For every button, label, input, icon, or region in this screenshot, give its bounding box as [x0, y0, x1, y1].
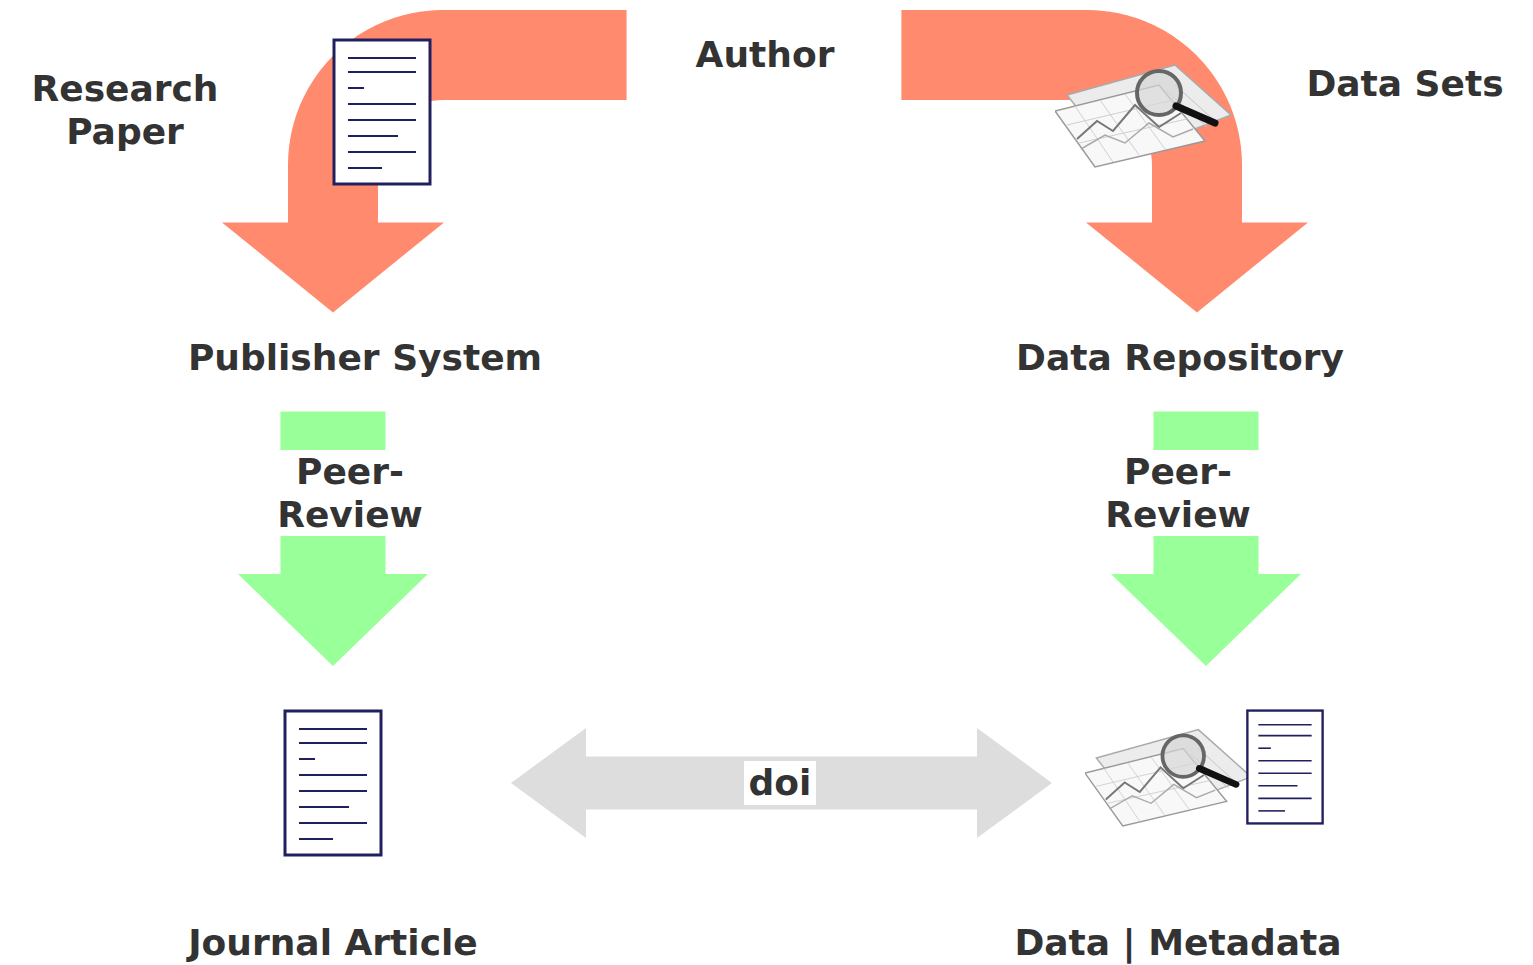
repository-label: Data Repository: [1012, 332, 1348, 383]
document-icon: [1085, 711, 1323, 826]
edge-label: doi: [744, 761, 817, 804]
node-text: Journal Article: [188, 921, 478, 964]
arrow-head: [238, 574, 428, 666]
article-node: Journal Article: [184, 705, 482, 965]
arrow-head: [977, 728, 1052, 838]
edge-label: Data Sets: [1301, 62, 1508, 105]
node-text: Data Repository: [1016, 336, 1344, 379]
edge-label: Peer-Review: [1061, 450, 1296, 536]
link-arrow: [511, 728, 1052, 838]
node-text: Publisher System: [188, 336, 542, 379]
edge-label: Peer-Review: [233, 450, 468, 536]
arrow-head: [1111, 574, 1301, 666]
arrow-head: [222, 222, 444, 312]
edge-label: Research Paper: [8, 67, 243, 153]
paper-icon: [334, 40, 430, 184]
node-text: Author: [696, 33, 835, 76]
deposit-arrow: [901, 55, 1308, 312]
dataset-icon: [1055, 65, 1231, 167]
actor-label: Author: [692, 29, 839, 80]
node-text: Data | Metadata: [1014, 921, 1341, 964]
document-icon: [283, 709, 383, 857]
arrow-head: [1086, 222, 1308, 312]
arrow-head: [511, 728, 586, 838]
dataset-node: Data | Metadata: [1010, 705, 1345, 965]
arrow-shaft: [585, 757, 978, 810]
document-icon: [285, 711, 381, 855]
document-icon: [1085, 709, 1327, 844]
system-label: Publisher System: [184, 332, 546, 383]
